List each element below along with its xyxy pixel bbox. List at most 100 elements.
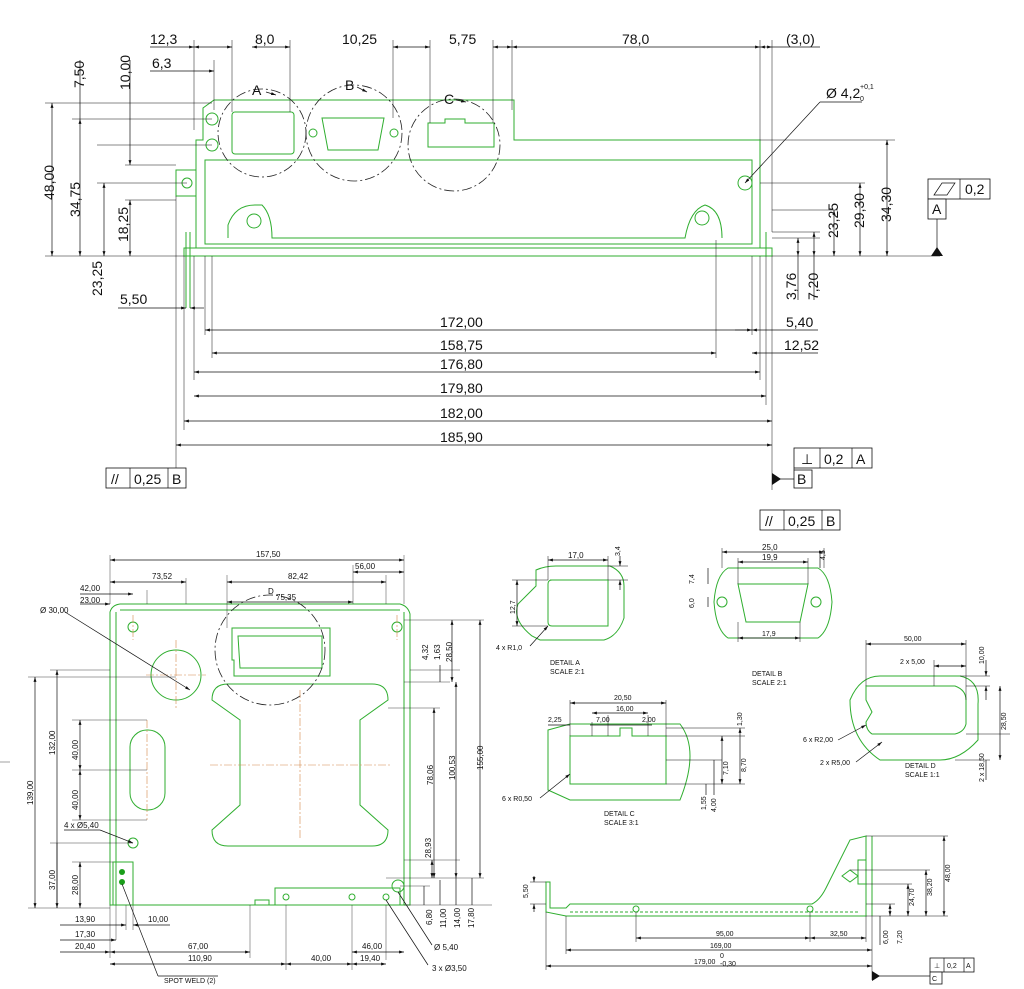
detail-label-b: B xyxy=(345,77,354,93)
dim-11-00: 11,00 xyxy=(439,908,448,928)
side-dim-32-50: 32,50 xyxy=(830,931,848,938)
big-hole-callout: Ø 30,00 xyxy=(40,606,191,691)
detail-c-dim-7-10: 7,10 xyxy=(723,761,730,775)
detail-a-dim-17-0: 17,0 xyxy=(568,551,584,560)
dim-179-80: 179,80 xyxy=(440,380,483,396)
small-holes-label: 4 x Ø5,40 xyxy=(64,821,99,830)
plan-view-bottom-right-dimensions: 6,80 11,00 14,00 17,80 xyxy=(400,878,476,928)
dim-7-50: 7,50 xyxy=(71,61,87,88)
dim-17-30: 17,30 xyxy=(75,930,96,939)
dim-40-00-bottom: 40,00 xyxy=(311,954,332,963)
detail-c-radius: 6 x R0,50 xyxy=(502,796,532,803)
dim-155-00: 155,00 xyxy=(476,745,485,770)
dim-1-63: 1,63 xyxy=(433,644,442,660)
hole-tolerance-upper: +0,1 xyxy=(860,84,874,91)
top-view-top-dimensions: 12,3 6,3 8,0 10,25 5,75 78,0 (3,0) xyxy=(150,31,820,232)
dim-12-52: 12,52 xyxy=(784,337,819,353)
side-perpendicularity-value: 0,2 xyxy=(947,963,957,970)
dim-19-40: 19,40 xyxy=(360,954,381,963)
dim-7-20: 7,20 xyxy=(805,273,821,300)
detail-d-dim-28-50: 28,50 xyxy=(1001,712,1008,730)
side-dim-38-20: 38,20 xyxy=(927,878,934,896)
detail-a-dim-3-4: 3,4 xyxy=(615,546,622,556)
dim-172-00: 172,00 xyxy=(440,314,483,330)
plan-view-outline xyxy=(109,603,411,906)
dim-46-00: 46,00 xyxy=(362,942,383,951)
dim-3-0: (3,0) xyxy=(786,31,815,47)
top-view-right-dimensions: 23,25 29,30 34,30 3,76 7,20 xyxy=(760,139,940,300)
dim-10-00: 10,00 xyxy=(117,55,133,90)
detail-c-dim-4-00: 4,00 xyxy=(711,798,718,812)
top-view-left-dimensions: 7,50 10,00 48,00 34,75 18,25 23,25 xyxy=(41,55,212,296)
detail-c: 20,50 16,00 2,25 7,00 2,00 1,30 7,10 8,7… xyxy=(502,695,748,827)
datum-c-label: C xyxy=(932,976,937,983)
side-dim-179-tol-lower: -0,30 xyxy=(720,961,736,968)
detail-d-dim-2x5-00: 2 x 5,00 xyxy=(900,659,925,666)
dim-157-50: 157,50 xyxy=(256,550,281,559)
side-view-dimensions: 5,50 95,00 32,50 169,00 179,00 0 -0,30 xyxy=(523,835,952,980)
top-view-horizontal-dimensions: 172,00 158,75 176,80 179,80 182,00 185,9… xyxy=(175,196,819,490)
plan-view-centrelines xyxy=(132,615,398,840)
detail-c-title: DETAIL C xyxy=(604,811,635,818)
parallelism-right-value: 0,25 xyxy=(788,513,815,529)
dim-40-00-upper: 40,00 xyxy=(71,739,80,760)
top-view-part-outline xyxy=(175,99,773,308)
small-holes-callout: 4 x Ø5,40 xyxy=(64,821,134,844)
detail-d-dim-10-00: 10,00 xyxy=(979,646,986,664)
top-view: A B C 12,3 xyxy=(41,31,991,531)
dim-82-42: 82,42 xyxy=(288,572,309,581)
hole-diameter: Ø 4,2 xyxy=(826,85,860,101)
datum-b-label: B xyxy=(797,471,806,487)
detail-c-dim-20-50: 20,50 xyxy=(614,695,632,702)
side-view-perpendicularity-frame: ⊥ 0,2 A C xyxy=(872,957,975,985)
detail-b-dim-19-9: 19,9 xyxy=(762,553,778,562)
dim-67-00: 67,00 xyxy=(188,942,209,951)
dim-37-00: 37,00 xyxy=(48,869,57,890)
dim-28-00: 28,00 xyxy=(71,874,80,895)
side-view: 5,50 95,00 32,50 169,00 179,00 0 -0,30 xyxy=(523,835,975,985)
detail-d-dim-50-00: 50,00 xyxy=(904,636,922,643)
detail-a-dim-12-7: 12,7 xyxy=(510,600,517,614)
parallelism-left-datum: B xyxy=(172,471,181,487)
parallelism-frame-right: // 0,25 B xyxy=(759,509,841,531)
perpendicularity-frame: ⊥ 0,2 A B xyxy=(772,447,873,489)
dim-10-00: 10,00 xyxy=(148,915,169,924)
dim-4-32: 4,32 xyxy=(421,644,430,660)
dim-17-80: 17,80 xyxy=(467,907,476,928)
side-dim-179-tol-upper: 0 xyxy=(720,953,724,960)
hole-5-40-label: Ø 5,40 xyxy=(434,943,459,952)
dim-8-0: 8,0 xyxy=(255,31,275,47)
dim-5-50: 5,50 xyxy=(120,291,147,307)
spot-weld-dot-1 xyxy=(119,869,125,875)
dim-6-3: 6,3 xyxy=(152,55,172,71)
detail-c-scale: SCALE 3:1 xyxy=(604,820,639,827)
side-dim-169-00: 169,00 xyxy=(710,943,732,950)
dim-139-00: 139,00 xyxy=(26,780,35,805)
side-perpendicularity-datum: A xyxy=(966,963,971,970)
side-dim-179-00: 179,00 xyxy=(694,959,716,966)
plan-view-bottom-dimensions: 13,90 17,30 20,40 10,00 67,00 110,90 40,… xyxy=(60,905,404,970)
big-hole-diameter: Ø 30,00 xyxy=(40,606,69,615)
dim-158-75: 158,75 xyxy=(440,337,483,353)
detail-c-dim-2-00: 2,00 xyxy=(642,717,656,724)
hole-callout: Ø 4,2 +0,1 0 xyxy=(744,84,874,184)
parallelism-right-datum: B xyxy=(826,513,835,529)
dim-42-00: 42,00 xyxy=(80,584,101,593)
detail-d-label: D xyxy=(268,587,274,596)
dim-29-30: 29,30 xyxy=(851,193,867,228)
side-perpendicularity-symbol: ⊥ xyxy=(934,963,940,970)
parallelism-right-symbol: // xyxy=(765,513,773,529)
detail-d: 50,00 2 x 5,00 10,00 28,50 2 x 18,50 6 x… xyxy=(803,636,1010,782)
detail-a-scale: SCALE 2:1 xyxy=(550,669,585,676)
dim-23-25: 23,25 xyxy=(89,261,105,296)
spot-weld-label: SPOT WELD (2) xyxy=(164,978,216,985)
flatness-value: 0,2 xyxy=(965,181,985,197)
dim-23-25-right: 23,25 xyxy=(825,203,841,238)
detail-c-dim-16-00: 16,00 xyxy=(616,706,634,713)
perpendicularity-datum: A xyxy=(856,451,866,467)
detail-c-dim-1-55: 1,55 xyxy=(701,796,708,810)
top-view-detail-circles: A B C xyxy=(217,77,501,192)
detail-c-dim-8-70: 8,70 xyxy=(741,758,748,772)
dim-3-76: 3,76 xyxy=(783,273,799,300)
